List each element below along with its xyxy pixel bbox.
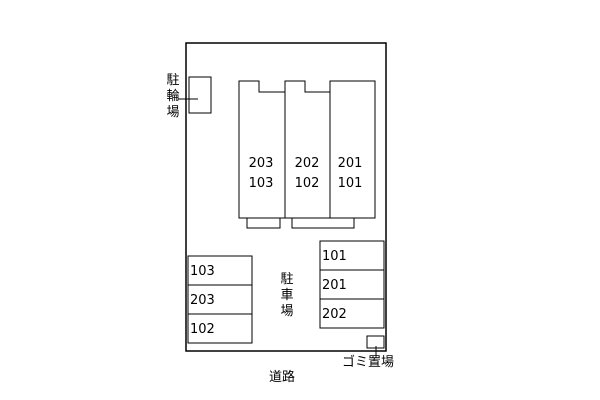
parking-space-label: 203 bbox=[190, 293, 215, 308]
unit-label: 102 bbox=[295, 176, 320, 191]
apartment-building bbox=[238, 80, 376, 219]
bicycle-parking-char-3: 場 bbox=[166, 105, 179, 120]
parking-space-label: 102 bbox=[190, 322, 215, 337]
parking-space bbox=[187, 255, 253, 286]
parking-label-char-1: 駐 bbox=[280, 272, 293, 287]
parking-space-label: 201 bbox=[322, 278, 347, 293]
parking-space-label: 103 bbox=[190, 264, 215, 279]
road-label: 道路 bbox=[269, 369, 295, 385]
entrance-step-1 bbox=[246, 217, 281, 229]
unit-label: 202 bbox=[295, 156, 320, 171]
bicycle-parking-area bbox=[188, 76, 212, 114]
parking-space bbox=[187, 284, 253, 315]
entrance-step-2 bbox=[291, 217, 355, 229]
parking-space bbox=[187, 313, 253, 344]
parking-space-label: 101 bbox=[322, 249, 347, 264]
unit-label: 203 bbox=[249, 156, 274, 171]
garbage-area-label: ゴミ置場 bbox=[342, 354, 394, 370]
unit-label: 103 bbox=[249, 176, 274, 191]
parking-space bbox=[319, 298, 385, 329]
bicycle-parking-char-2: 輪 bbox=[166, 88, 179, 104]
parking-space-label: 202 bbox=[322, 307, 347, 322]
bicycle-parking-char-1: 駐 bbox=[166, 73, 179, 88]
parking-label-char-3: 場 bbox=[280, 304, 293, 319]
unit-label: 201 bbox=[338, 156, 363, 171]
parking-label-char-2: 車 bbox=[280, 288, 293, 303]
unit-label: 101 bbox=[338, 176, 363, 191]
